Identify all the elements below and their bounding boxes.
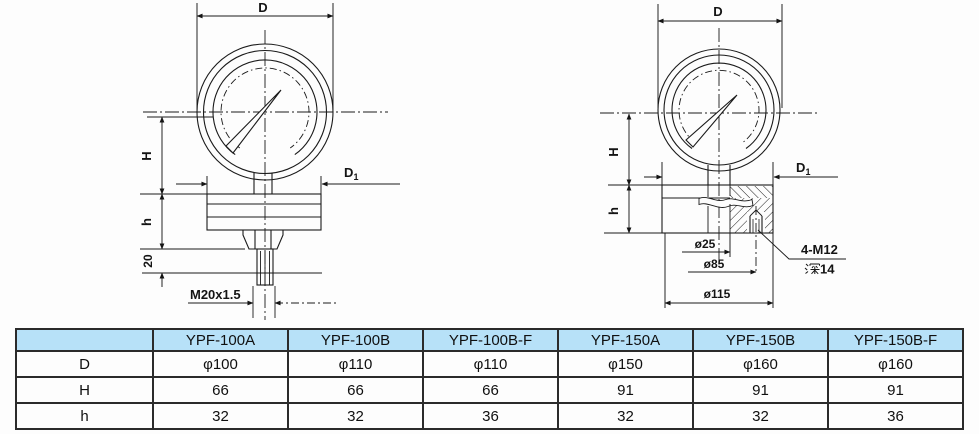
spec-cell: φ160 — [827, 350, 964, 378]
right-gauge-drawing: D H h D 1 ø25 ø85 ø115 4-M12 14 — [600, 4, 846, 308]
spec-row-D: D φ100 φ110 φ110 φ150 φ160 φ160 — [15, 350, 964, 378]
spec-cell: 32 — [692, 402, 829, 430]
depth-value-label: 14 — [820, 262, 835, 277]
break-wave — [698, 197, 754, 208]
gauge-outline-drawings: D H h 20 D 1 M20x1.5 — [139, 0, 846, 320]
dim-label-d1-right: D — [796, 160, 805, 175]
left-labels: D H h 20 D 1 M20x1.5 — [139, 0, 359, 302]
left-gauge-drawing: D H h 20 D 1 M20x1.5 — [139, 0, 400, 320]
spec-cell: φ160 — [692, 350, 829, 378]
dim-label-H-right: H — [606, 147, 621, 156]
tapped-hole — [747, 206, 765, 274]
dim-label-h-right: h — [606, 207, 621, 215]
spec-cell: φ110 — [287, 350, 424, 378]
dim-label-h-left: h — [139, 218, 154, 226]
dia25-label: ø25 — [695, 237, 716, 251]
spec-param-label: H — [15, 376, 154, 404]
spec-param-label: h — [15, 402, 154, 430]
spec-col-header: YPF-100B-F — [422, 328, 559, 352]
dia115-label: ø115 — [704, 287, 731, 301]
spec-col-header: YPF-100A — [152, 328, 289, 352]
shen-depth-glyph — [804, 263, 820, 275]
spec-col-header: YPF-150B — [692, 328, 829, 352]
spec-cell: 91 — [827, 376, 964, 404]
bolt-spec-label: 4-M12 — [801, 242, 838, 257]
spec-cell: 32 — [557, 402, 694, 430]
spec-header-row: YPF-100A YPF-100B YPF-100B-F YPF-150A YP… — [15, 328, 964, 352]
right-needle — [685, 94, 738, 148]
right-labels: D H h D 1 ø25 ø85 ø115 4-M12 14 — [606, 4, 838, 301]
dim-label-d-right: D — [713, 4, 722, 19]
spec-table: YPF-100A YPF-100B YPF-100B-F YPF-150A YP… — [15, 328, 964, 430]
dim-label-d1-sub-right: 1 — [806, 167, 811, 177]
left-gauge-case — [206, 173, 322, 318]
spec-cell: 66 — [152, 376, 289, 404]
spec-cell: 66 — [422, 376, 559, 404]
dia85-label: ø85 — [704, 257, 725, 271]
spec-cell: 36 — [827, 402, 964, 430]
spec-col-header: YPF-150A — [557, 328, 694, 352]
left-hex-nut — [242, 229, 284, 250]
left-centerlines — [143, 30, 388, 320]
dim-label-20-left: 20 — [141, 254, 155, 268]
spec-cell: 32 — [152, 402, 289, 430]
spec-cell: φ150 — [557, 350, 694, 378]
spec-cell: 91 — [692, 376, 829, 404]
right-centerlines — [600, 28, 818, 262]
spec-param-label: D — [15, 350, 154, 378]
spec-col-header: YPF-150B-F — [827, 328, 964, 352]
right-gauge-dial — [657, 48, 781, 172]
bolt-leader-line — [757, 229, 846, 260]
spec-row-H: H 66 66 66 91 91 91 — [15, 376, 964, 404]
dim-label-d-left: D — [258, 0, 267, 15]
spec-cell: 91 — [557, 376, 694, 404]
left-gauge-dial — [196, 43, 334, 181]
dim-label-H-left: H — [139, 151, 154, 160]
right-dimensions — [604, 4, 846, 308]
right-flange-case — [661, 165, 774, 274]
spec-cell: 32 — [287, 402, 424, 430]
spec-cell: φ100 — [152, 350, 289, 378]
thread-label-left: M20x1.5 — [190, 287, 241, 302]
left-needle — [225, 89, 282, 154]
dim-label-d1-sub-left: 1 — [354, 172, 359, 182]
dim-label-d1-left: D — [344, 165, 353, 180]
spec-cell: 36 — [422, 402, 559, 430]
spec-row-h: h 32 32 36 32 32 36 — [15, 402, 964, 430]
spec-col-header-blank — [15, 328, 154, 352]
spec-col-header: YPF-100B — [287, 328, 424, 352]
spec-cell: φ110 — [422, 350, 559, 378]
spec-cell: 66 — [287, 376, 424, 404]
left-dimensions — [140, 3, 400, 306]
